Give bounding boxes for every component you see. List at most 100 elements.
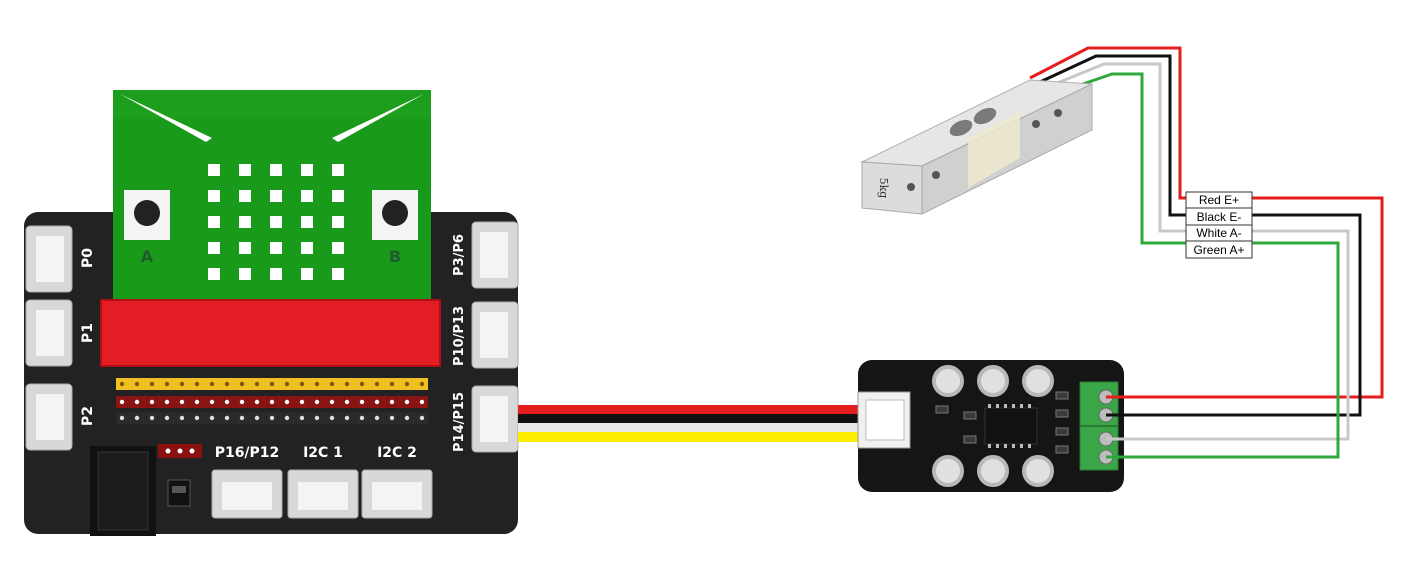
edge-connector-strip <box>101 300 440 366</box>
load-cell: 5kg <box>860 79 1094 215</box>
pin <box>134 381 140 387</box>
pin <box>149 415 155 421</box>
wire-green-a-plus <box>1059 72 1340 459</box>
pin <box>284 399 290 405</box>
pin <box>254 415 260 421</box>
pin <box>254 399 260 405</box>
pin <box>419 399 425 405</box>
pin <box>239 381 245 387</box>
led <box>332 216 344 228</box>
pin <box>194 415 200 421</box>
pin <box>344 415 350 421</box>
wire-label-white: White A- <box>1196 226 1241 240</box>
pin <box>209 415 215 421</box>
pin <box>194 381 200 387</box>
pin <box>119 381 125 387</box>
led <box>239 190 251 202</box>
pin <box>164 399 170 405</box>
pin <box>359 415 365 421</box>
pin <box>284 415 290 421</box>
load-cell-wires <box>1029 46 1384 459</box>
power-jack <box>90 446 156 536</box>
pin <box>404 415 410 421</box>
led <box>332 242 344 254</box>
port-label-p0: P0 <box>80 248 96 268</box>
pin <box>134 399 140 405</box>
pin <box>314 415 320 421</box>
microbit-eye-left <box>120 94 212 142</box>
port-label-p16-p12: P16/P12 <box>215 445 280 461</box>
pin <box>284 381 290 387</box>
led <box>208 164 220 176</box>
button-a[interactable] <box>134 200 160 226</box>
led <box>332 164 344 176</box>
pin <box>299 399 305 405</box>
button-a-label: A <box>141 247 154 266</box>
port-label-p2: P2 <box>80 406 96 426</box>
pin <box>374 399 380 405</box>
wire-white-cable <box>518 423 860 432</box>
button-b-label: B <box>389 247 401 266</box>
port-label-p3-p6: P3/P6 <box>452 234 467 276</box>
mounting-holes <box>932 365 1054 487</box>
wire-yellow-cable <box>518 432 860 442</box>
pin <box>329 399 335 405</box>
grove-cable <box>518 405 860 442</box>
pin <box>179 381 185 387</box>
pin <box>194 399 200 405</box>
small-header <box>158 444 202 458</box>
pin <box>119 399 125 405</box>
microbit: A B <box>113 90 431 300</box>
pin <box>224 399 230 405</box>
wire-label-green: Green A+ <box>1193 243 1244 257</box>
pin <box>359 381 365 387</box>
hx711-chip <box>984 407 1038 445</box>
led <box>301 268 313 280</box>
pin <box>314 381 320 387</box>
led <box>301 190 313 202</box>
pin <box>134 415 140 421</box>
led <box>270 216 282 228</box>
led <box>270 190 282 202</box>
led <box>270 242 282 254</box>
load-cell-marking: 5kg <box>877 178 890 199</box>
pin <box>314 399 320 405</box>
pin <box>164 381 170 387</box>
pin <box>149 399 155 405</box>
pin <box>344 399 350 405</box>
wire-red-cable <box>518 405 860 414</box>
pin <box>329 415 335 421</box>
pin-headers <box>116 378 428 424</box>
led <box>239 216 251 228</box>
led <box>301 216 313 228</box>
led <box>239 164 251 176</box>
led <box>208 242 220 254</box>
port-label-i2c1: I2C 1 <box>303 445 343 461</box>
pin <box>179 415 185 421</box>
led <box>208 190 220 202</box>
button-b[interactable] <box>382 200 408 226</box>
pin <box>359 399 365 405</box>
pin <box>269 399 275 405</box>
wire-black-e-minus <box>1039 54 1362 417</box>
port-label-p14-p15: P14/P15 <box>452 392 467 452</box>
led <box>332 268 344 280</box>
led <box>301 164 313 176</box>
port-label-p1: P1 <box>80 323 96 343</box>
pin <box>239 399 245 405</box>
wire-white-a-minus <box>1049 62 1350 441</box>
microbit-eye-right <box>332 94 424 142</box>
led <box>208 268 220 280</box>
pin <box>404 399 410 405</box>
pin <box>344 381 350 387</box>
pin <box>224 381 230 387</box>
hx711-module <box>857 360 1124 492</box>
led <box>239 242 251 254</box>
pin <box>299 415 305 421</box>
pin <box>209 399 215 405</box>
wire-label-red: Red E+ <box>1199 193 1239 207</box>
expansion-board: P0 P1 P2 P3/P6 P10/P13 P14/P15 A B <box>24 90 519 536</box>
wire-red-e-plus <box>1029 46 1384 399</box>
pin <box>419 381 425 387</box>
